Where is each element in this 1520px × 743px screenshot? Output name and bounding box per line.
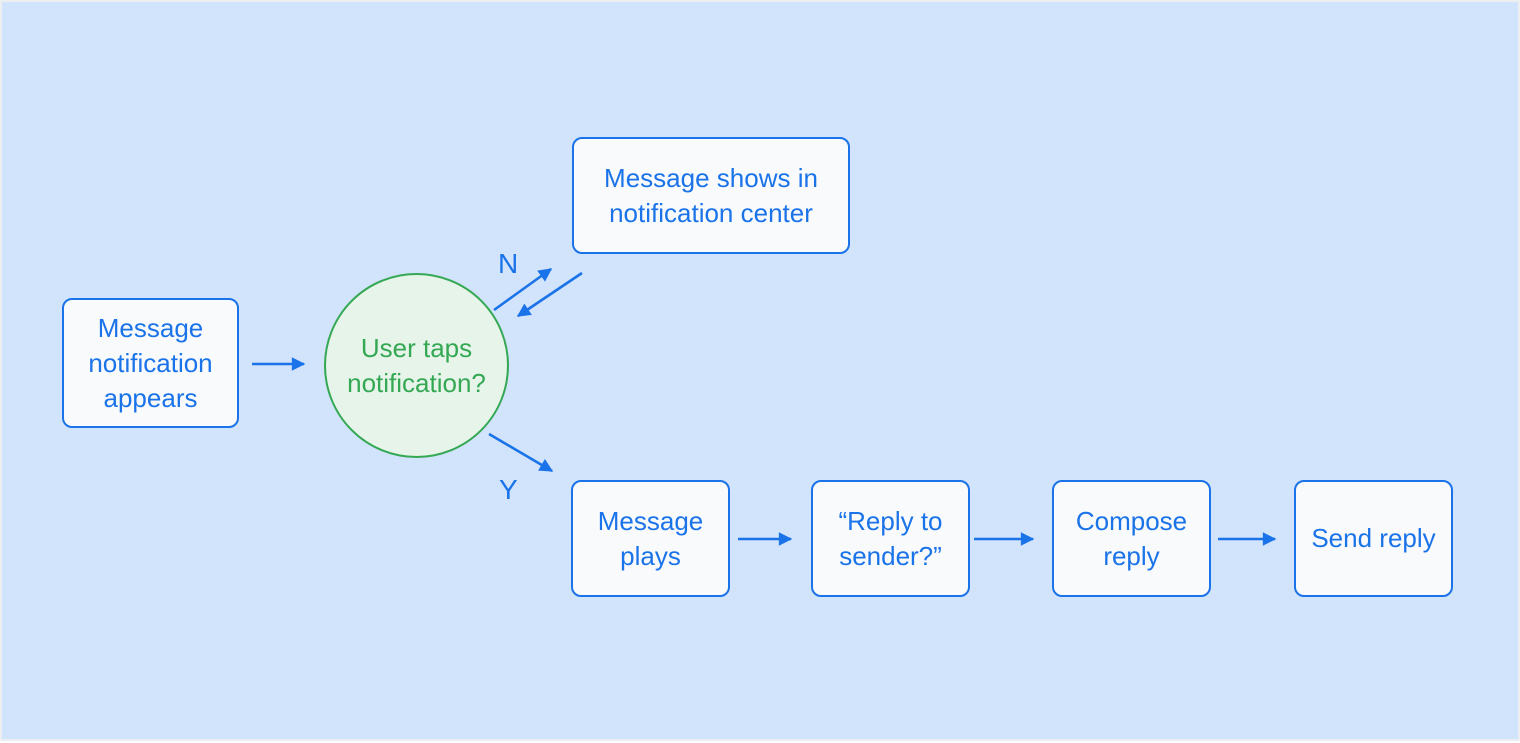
edge-notification-center-to-decision xyxy=(516,271,583,318)
node-compose-reply: Compose reply xyxy=(1052,480,1211,597)
node-label: Send reply xyxy=(1311,523,1436,553)
node-label: Message notification appears xyxy=(88,312,213,413)
node-send-reply: Send reply xyxy=(1294,480,1453,597)
node-label: “Reply to sender?” xyxy=(838,505,943,571)
edge-label-yes: Y xyxy=(499,474,518,505)
node-message-plays: Message plays xyxy=(571,480,730,597)
node-reply-to-sender: “Reply to sender?” xyxy=(811,480,970,597)
node-label: Message plays xyxy=(597,505,704,571)
node-label: Compose reply xyxy=(1075,505,1188,571)
node-message-shows-in-notification-center: Message shows in notification center xyxy=(572,137,850,254)
node-label: User taps notification? xyxy=(347,332,486,398)
edge-decision-to-message-plays xyxy=(488,432,554,473)
node-label: Message shows in notification center xyxy=(604,162,818,228)
edge-label-no: N xyxy=(498,248,519,279)
node-message-notification-appears: Message notification appears xyxy=(62,298,239,428)
node-user-taps-notification-decision: User taps notification? xyxy=(324,273,509,458)
